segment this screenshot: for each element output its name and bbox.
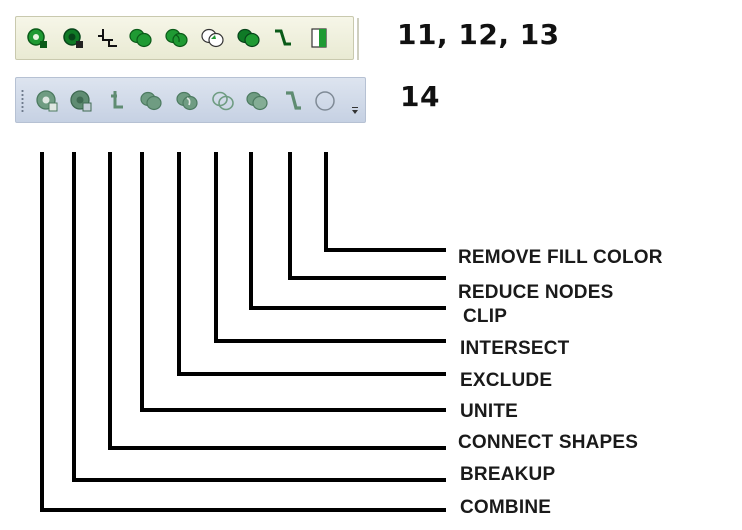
label-breakup: BREAKUP — [460, 464, 556, 485]
clip-icon — [237, 28, 260, 48]
connect-shapes-icon — [111, 91, 123, 109]
remove-fill-color-icon — [315, 91, 335, 111]
leader-unite — [140, 152, 446, 412]
intersect-button[interactable] — [198, 23, 228, 53]
remove-fill-color-button[interactable] — [310, 86, 340, 116]
connect-shapes-icon — [98, 29, 117, 47]
unite-icon — [129, 28, 152, 48]
exclude-button[interactable] — [162, 23, 192, 53]
leader-connect-shapes — [108, 152, 446, 450]
combine-button[interactable] — [32, 86, 62, 116]
combine-icon — [27, 28, 47, 48]
reduce-nodes-icon — [275, 29, 291, 46]
toolbar-overflow-arrow-icon[interactable] — [352, 107, 358, 114]
leader-remove-fill-color — [324, 152, 446, 252]
toolbar-separator — [357, 18, 359, 60]
label-reduce-nodes: REDUCE NODES — [458, 282, 614, 303]
connect-shapes-button[interactable] — [92, 23, 122, 53]
label-remove-fill-color: REMOVE FILL COLOR — [458, 247, 663, 268]
combine-button[interactable] — [22, 23, 52, 53]
leader-reduce-nodes — [288, 152, 446, 280]
leader-breakup — [72, 152, 446, 482]
reduce-nodes-button[interactable] — [268, 23, 298, 53]
unite-button[interactable] — [136, 86, 166, 116]
clip-button[interactable] — [234, 23, 264, 53]
leader-clip — [249, 152, 446, 310]
unite-button[interactable] — [126, 23, 156, 53]
label-exclude: EXCLUDE — [460, 370, 553, 391]
reduce-nodes-icon — [286, 91, 301, 110]
intersect-button[interactable] — [208, 86, 238, 116]
combine-icon — [36, 90, 58, 112]
exclude-icon — [165, 28, 188, 48]
label-clip: CLIP — [463, 306, 508, 327]
leader-combine — [40, 152, 446, 512]
exclude-icon — [176, 91, 198, 111]
toolbar-v14 — [15, 77, 366, 123]
breakup-button[interactable] — [66, 86, 96, 116]
label-intersect: INTERSECT — [460, 338, 570, 359]
remove-fill-color-button[interactable] — [304, 23, 334, 53]
label-unite: UNITE — [460, 401, 518, 422]
connect-shapes-button[interactable] — [102, 86, 132, 116]
intersect-icon — [212, 91, 234, 111]
toolbar-version-label-14: 14 — [400, 80, 440, 113]
clip-button[interactable] — [242, 86, 272, 116]
label-combine: COMBINE — [460, 497, 552, 518]
breakup-icon — [63, 28, 83, 48]
remove-fill-color-icon — [311, 28, 327, 48]
exclude-button[interactable] — [172, 86, 202, 116]
breakup-button[interactable] — [58, 23, 88, 53]
reduce-nodes-button[interactable] — [278, 86, 308, 116]
leader-exclude — [177, 152, 446, 376]
breakup-icon — [70, 90, 92, 112]
unite-icon — [140, 91, 162, 111]
toolbar-version-label-11-12-13: 11, 12, 13 — [397, 18, 560, 51]
toolbar-grip-handle[interactable] — [21, 89, 24, 113]
toolbar-v11-13 — [15, 16, 354, 60]
label-connect-shapes: CONNECT SHAPES — [458, 432, 639, 453]
leader-intersect — [214, 152, 446, 343]
intersect-icon — [201, 28, 224, 48]
clip-icon — [246, 91, 268, 111]
